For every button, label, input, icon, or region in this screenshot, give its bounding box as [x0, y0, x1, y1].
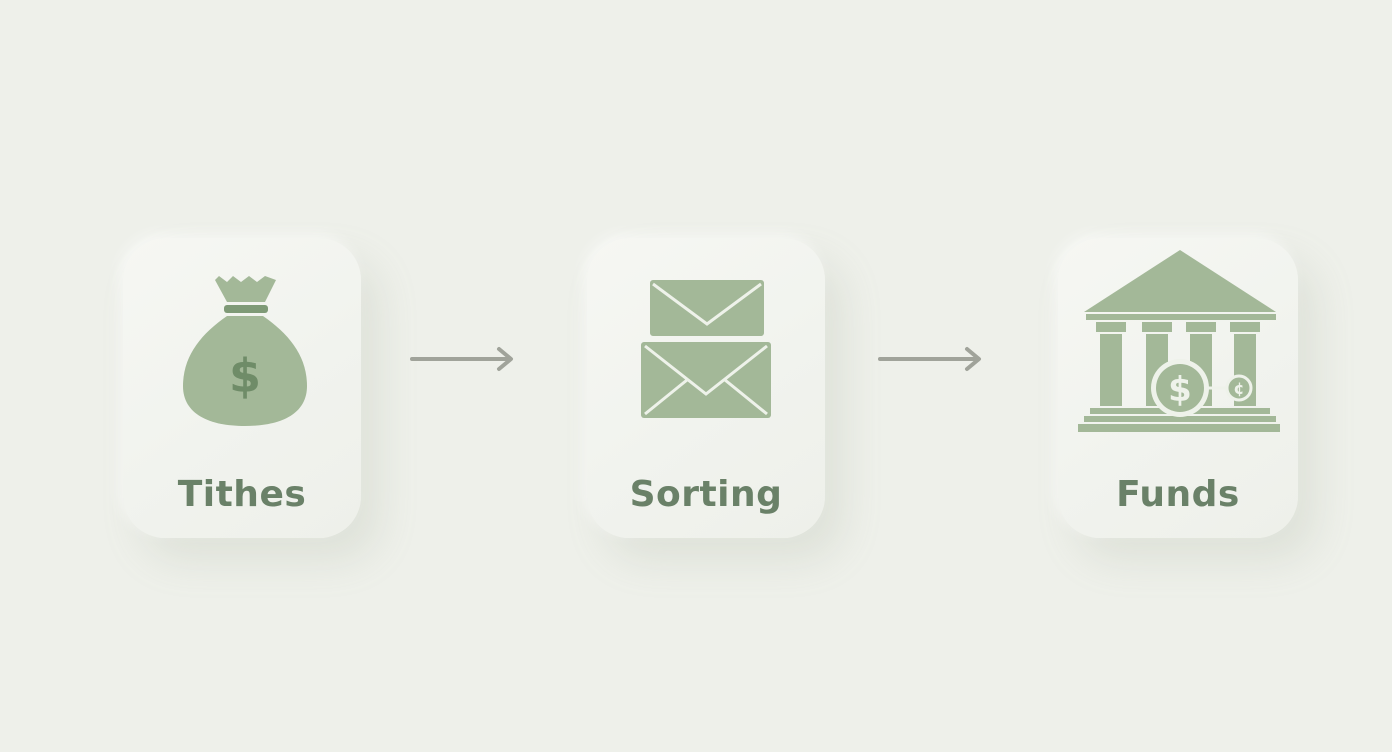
arrow-right-icon [410, 344, 518, 378]
step-label-sorting: Sorting [629, 474, 783, 515]
svg-text:¢: ¢ [1233, 379, 1244, 398]
arrow-right-icon [878, 344, 986, 378]
bank-icon: $ ¢ [1058, 238, 1298, 448]
money-bag-icon: $ [123, 238, 361, 448]
envelopes-icon [587, 238, 825, 448]
step-card-sorting: Sorting [587, 238, 825, 538]
step-label-funds: Funds [1116, 474, 1240, 515]
svg-text:$: $ [1168, 370, 1192, 410]
step-card-tithes: $ Tithes [123, 238, 361, 538]
step-card-funds: $ ¢ Funds [1058, 238, 1298, 538]
step-label-tithes: Tithes [177, 474, 307, 515]
svg-text:$: $ [229, 349, 261, 403]
